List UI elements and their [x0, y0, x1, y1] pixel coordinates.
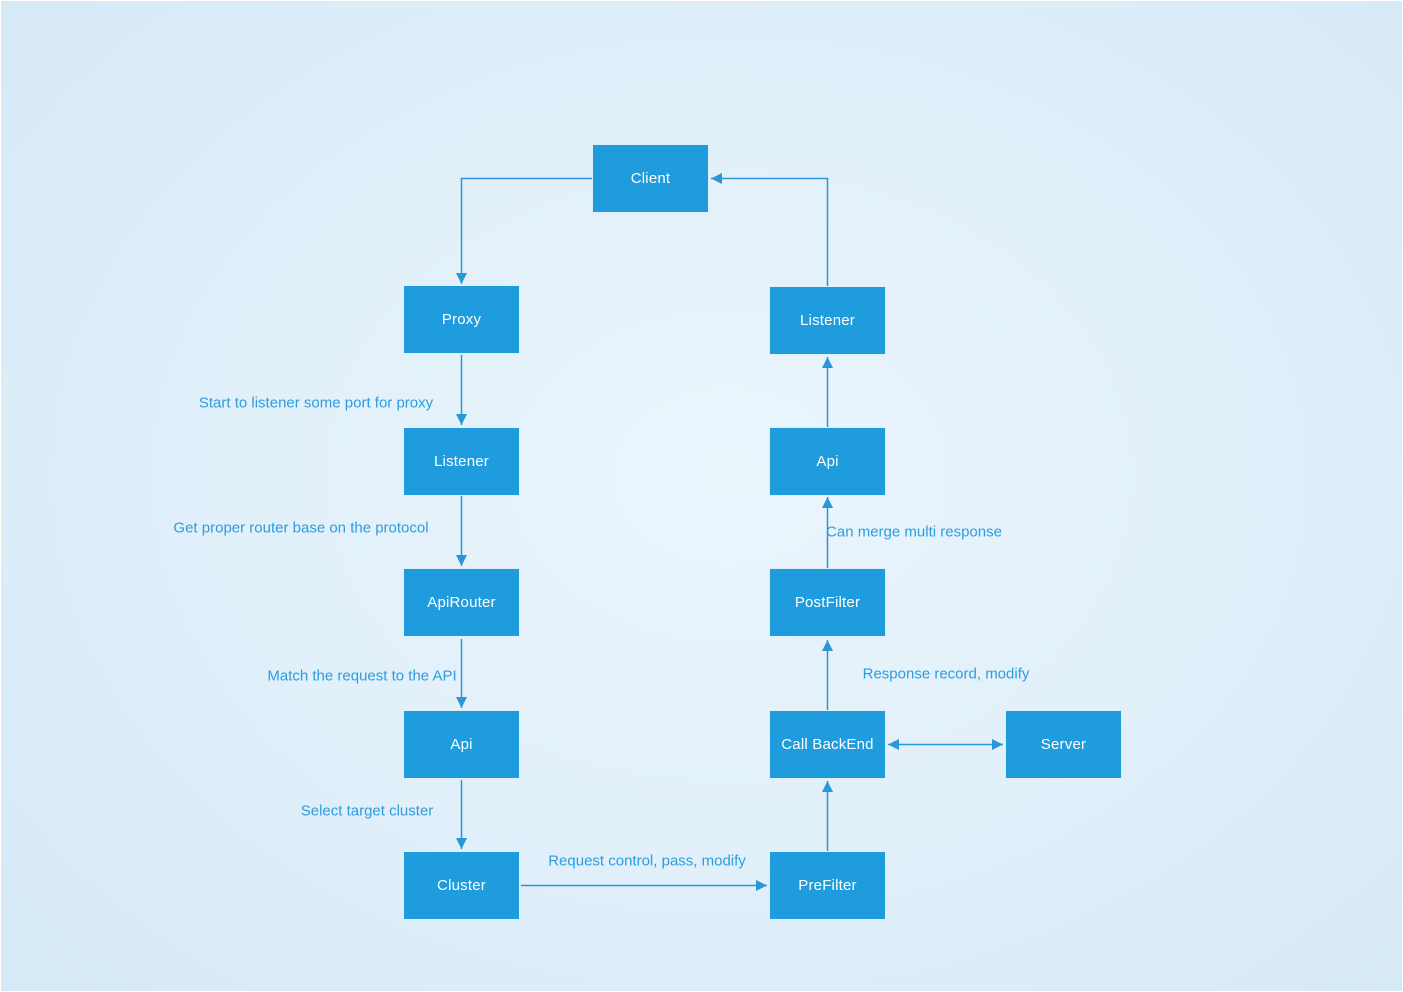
- edge-label-callbackend-postfilter: Response record, modify: [862, 665, 1030, 683]
- node-apirouter: ApiRouter: [403, 568, 520, 637]
- node-callbackend: Call BackEnd: [769, 710, 886, 779]
- node-label: Call BackEnd: [781, 736, 874, 753]
- node-client: Client: [592, 144, 709, 213]
- node-api-left: Api: [403, 710, 520, 779]
- edge-label-proxy-listener: Start to listener some port for proxy: [198, 394, 434, 412]
- node-label: ApiRouter: [427, 594, 496, 611]
- node-label: Cluster: [437, 877, 486, 894]
- node-postfilter: PostFilter: [769, 568, 886, 637]
- node-cluster: Cluster: [403, 851, 520, 920]
- node-label: Proxy: [441, 311, 482, 328]
- node-label: Listener: [434, 453, 489, 470]
- edge-label-apirouter-api: Match the request to the API: [267, 667, 457, 685]
- node-listener-right: Listener: [769, 286, 886, 355]
- node-label: PreFilter: [798, 877, 857, 894]
- node-prefilter: PreFilter: [769, 851, 886, 920]
- node-api-right: Api: [769, 427, 886, 496]
- node-label: Api: [450, 736, 473, 753]
- edge-label-listener-apirouter: Get proper router base on the protocol: [173, 519, 429, 537]
- node-label: Client: [630, 170, 671, 187]
- edge-client-proxy: [456, 177, 592, 284]
- node-server: Server: [1005, 710, 1122, 779]
- edge-label-postfilter-api: Can merge multi response: [826, 523, 1002, 541]
- node-label: Listener: [800, 312, 855, 329]
- node-label: Server: [1040, 736, 1087, 753]
- edge-listener-client: [711, 173, 829, 286]
- edge-label-cluster-prefilter: Request control, pass, modify: [548, 852, 746, 870]
- node-label: Api: [816, 453, 839, 470]
- node-listener-left: Listener: [403, 427, 520, 496]
- edge-label-api-cluster: Select target cluster: [300, 802, 434, 820]
- node-label: PostFilter: [794, 594, 861, 611]
- node-proxy: Proxy: [403, 285, 520, 354]
